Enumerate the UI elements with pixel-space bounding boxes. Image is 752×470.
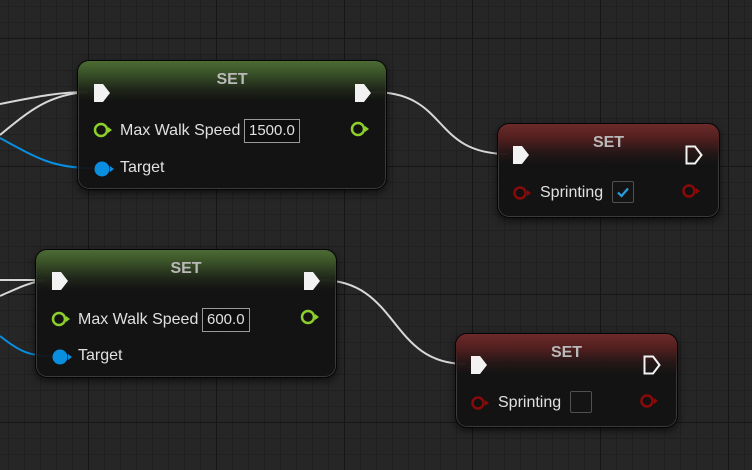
exec-out-pin[interactable] bbox=[354, 83, 372, 103]
exec-in-pin[interactable] bbox=[512, 145, 530, 165]
variable-label: Max Walk Speed bbox=[120, 122, 241, 139]
exec-in-pin[interactable] bbox=[470, 355, 488, 375]
exec-wire-in-1b bbox=[0, 91, 89, 136]
set-max-walk-speed-node-1[interactable]: SET Max Walk Speed 1500.0 Target bbox=[77, 60, 387, 190]
exec-out-pin[interactable] bbox=[685, 145, 703, 165]
bool-output-pin-icon[interactable] bbox=[639, 393, 659, 409]
set-sprinting-node-2[interactable]: SET Sprinting bbox=[455, 333, 678, 428]
float-output-pin-icon[interactable] bbox=[350, 121, 370, 137]
exec-wire-2-to-sprint2 bbox=[319, 279, 467, 365]
max-walk-speed-value-field[interactable]: 1500.0 bbox=[244, 119, 300, 143]
target-pin-icon[interactable] bbox=[51, 348, 73, 366]
exec-wire-1-to-sprint1 bbox=[371, 91, 509, 155]
exec-out-pin[interactable] bbox=[303, 271, 321, 291]
node-title: SET bbox=[456, 334, 677, 374]
max-walk-speed-value-field[interactable]: 600.0 bbox=[202, 308, 250, 332]
target-pin-icon[interactable] bbox=[93, 160, 115, 178]
sprinting-checkbox[interactable] bbox=[612, 181, 634, 203]
node-title: SET bbox=[78, 61, 386, 101]
variable-label: Sprinting bbox=[498, 394, 562, 411]
bool-input-pin-icon[interactable] bbox=[470, 395, 490, 411]
bool-input-pin-icon[interactable] bbox=[512, 185, 532, 201]
node-title: SET bbox=[36, 250, 336, 290]
float-output-pin-icon[interactable] bbox=[300, 309, 320, 325]
variable-label: Max Walk Speed bbox=[78, 311, 199, 328]
float-input-pin-icon[interactable] bbox=[93, 122, 113, 138]
exec-out-pin[interactable] bbox=[643, 355, 661, 375]
checkmark-icon bbox=[617, 187, 629, 198]
exec-in-pin[interactable] bbox=[51, 271, 69, 291]
bool-output-pin-icon[interactable] bbox=[681, 183, 701, 199]
node-title: SET bbox=[498, 124, 719, 164]
set-max-walk-speed-node-2[interactable]: SET Max Walk Speed 600.0 Target bbox=[35, 249, 337, 378]
target-label: Target bbox=[120, 159, 165, 176]
set-sprinting-node-1[interactable]: SET Sprinting bbox=[497, 123, 720, 218]
target-label: Target bbox=[78, 347, 123, 364]
sprinting-checkbox[interactable] bbox=[570, 391, 592, 413]
exec-in-pin[interactable] bbox=[93, 83, 111, 103]
variable-label: Sprinting bbox=[540, 184, 604, 201]
float-input-pin-icon[interactable] bbox=[51, 311, 71, 327]
